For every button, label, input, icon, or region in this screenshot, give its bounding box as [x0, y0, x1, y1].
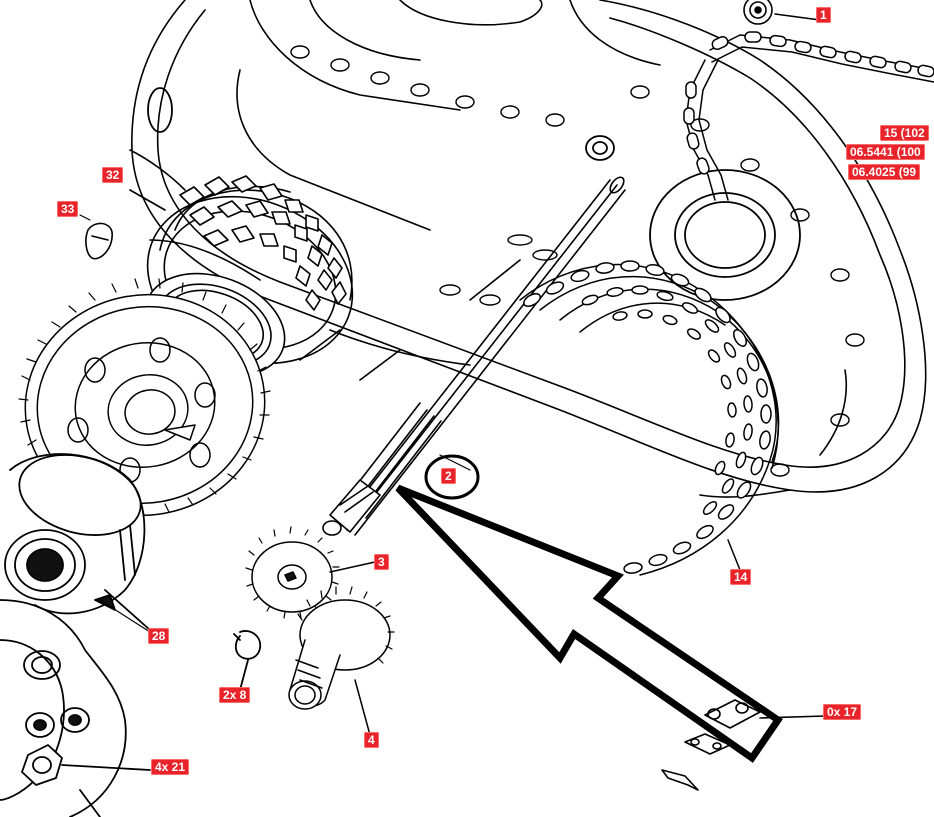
main-shaft [322, 176, 626, 536]
hub-bearing [4, 453, 151, 631]
housing-bolt-holes [290, 45, 865, 477]
part-label-3[interactable]: 3 [374, 554, 389, 570]
highlight-circle [424, 454, 480, 500]
part-label-32[interactable]: 32 [102, 167, 124, 183]
chain-case-housing [129, 0, 927, 498]
part-label-1[interactable]: 1 [816, 7, 831, 23]
callout-arrow [395, 484, 783, 763]
top-bearing [743, 0, 821, 25]
top-chain [683, 31, 934, 201]
part-label-14[interactable]: 14 [730, 569, 752, 585]
part-label-4[interactable]: 4 [364, 732, 379, 748]
housing-bore [147, 87, 801, 301]
part-label-4x21[interactable]: 4x 21 [151, 759, 190, 775]
part-label-2[interactable]: 2 [441, 468, 456, 484]
part-label-06-5441[interactable]: 06.5441 (100 [846, 144, 925, 160]
part-label-06-4025[interactable]: 06.4025 (99 [848, 164, 921, 180]
mounting-bracket [0, 599, 151, 817]
woodruff-key [85, 222, 113, 260]
part-label-0x17[interactable]: 0x 17 [823, 704, 862, 720]
part-label-33[interactable]: 33 [57, 201, 79, 217]
part-label-28[interactable]: 28 [148, 628, 170, 644]
splined-gear [288, 586, 395, 736]
part-label-15[interactable]: 15 (102 [880, 125, 929, 141]
part-label-2x8[interactable]: 2x 8 [219, 687, 251, 703]
small-gear [245, 526, 376, 619]
triple-chain [519, 260, 780, 576]
circlip [233, 630, 262, 691]
